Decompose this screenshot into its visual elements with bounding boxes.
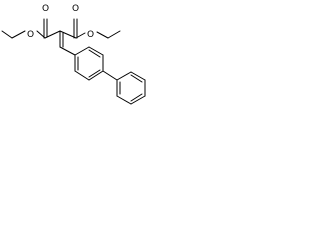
ring2-inner-1 (130, 74, 143, 83)
ring1-bond-2 (88, 46, 104, 56)
bond-vinyl-ring (59, 46, 76, 56)
bond-right-methyl (107, 30, 121, 39)
bond-right-ethyl (96, 31, 109, 39)
ring2-bond-4 (130, 95, 146, 105)
ring2-bond-5 (116, 95, 132, 105)
ring2-bond-2 (130, 71, 146, 81)
chemical-structure-diagram: O O O O (1, 4, 146, 105)
ring2-inner-2 (130, 93, 143, 102)
atom-o-carbonyl-right: O (72, 4, 79, 14)
ring1-bond-1 (74, 46, 90, 56)
bond-left-c-central (44, 30, 61, 39)
ring2-bond-1 (116, 71, 132, 81)
atom-label-layer: O O O O (27, 4, 94, 40)
ring1-inner-1 (88, 49, 101, 58)
atom-o-carbonyl-left: O (42, 4, 49, 14)
atom-o-ester-right: O (87, 30, 94, 40)
bond-layer (1, 18, 146, 105)
bond-central-right-c (59, 30, 77, 39)
ring1-inner-2 (88, 69, 101, 78)
bond-left-methyl (1, 30, 13, 39)
ring1-bond-5 (74, 70, 90, 81)
atom-o-ester-left: O (27, 30, 34, 40)
bond-left-ethyl (11, 30, 26, 39)
bond-biaryl (102, 70, 118, 81)
bond-right-c-ester-o (75, 32, 86, 39)
ring1-bond-4 (88, 70, 104, 81)
